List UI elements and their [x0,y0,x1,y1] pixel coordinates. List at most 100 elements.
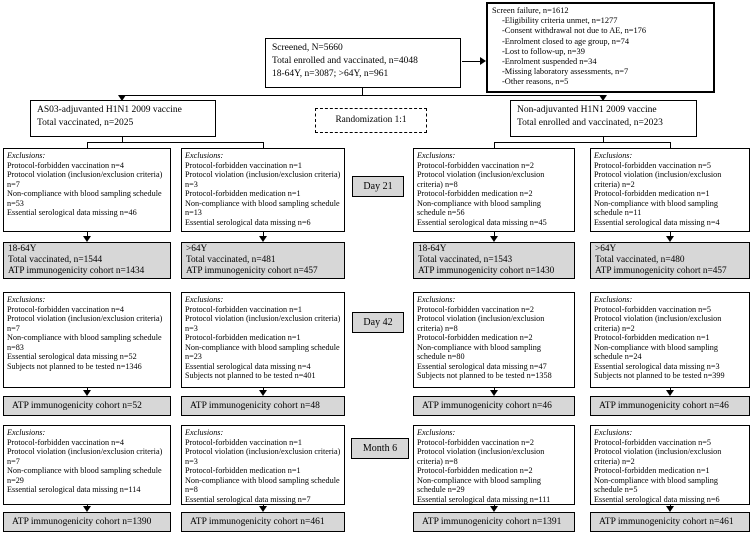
cohort-line: >64Y [186,244,208,254]
arm-left-line: Total vaccinated, n=2025 [37,118,134,128]
exclusions-label: Exclusions: [7,428,46,437]
exclusion-item: Protocol-forbidden vaccination n=1 [185,437,302,447]
exclusion-box-day21: Exclusions: Protocol-forbidden vaccinati… [413,148,575,232]
exclusion-item: Subjects not planned to be tested n=399 [594,371,725,380]
exclusion-item: Protocol violation (inclusion/exclusion … [417,170,545,189]
arrow-down-icon [118,95,126,101]
arm-right-line: Total enrolled and vaccinated, n=2023 [517,118,663,128]
exclusion-item: Subjects not planned to be tested n=1346 [7,361,142,371]
exclusion-item: Essential serological data missing n=46 [7,208,137,217]
exclusion-box-day42: Exclusions: Protocol-forbidden vaccinati… [413,292,575,388]
screen-failure-item: -Other reasons, n=5 [502,77,569,87]
exclusion-item: Protocol violation (inclusion/exclusion … [417,314,545,333]
connector-line [122,95,604,96]
exclusion-item: Protocol-forbidden vaccination n=4 [7,160,124,170]
atp-cohort-day42-box: ATP immunogenicity cohort n=46 [590,396,750,416]
arrow-down [83,504,92,512]
exclusion-box-month6: Exclusions: Protocol-forbidden vaccinati… [3,425,171,505]
exclusion-item: Protocol-forbidden medication n=2 [417,466,533,475]
exclusion-item: Protocol-forbidden vaccination n=4 [7,304,124,314]
exclusion-item: Protocol violation (inclusion/exclusion … [185,314,341,333]
exclusion-box-month6: Exclusions: Protocol-forbidden vaccinati… [181,425,345,505]
exclusion-item: Non-compliance with blood sampling sched… [594,342,718,362]
exclusions-label: Exclusions: [594,151,633,160]
arm-right-box: Non-adjuvanted H1N1 2009 vaccine Total e… [510,100,697,137]
arrow-down [259,504,268,512]
connector-line [494,142,671,143]
exclusion-item: Protocol-forbidden medication n=2 [417,189,533,198]
exclusions-label: Exclusions: [594,295,633,304]
stage-label-day21: Day 21 [352,176,404,197]
exclusion-item: Protocol-forbidden medication n=2 [417,333,533,342]
arrow-down-icon [599,95,607,101]
exclusions-label: Exclusions: [417,428,456,437]
exclusion-item: Protocol-forbidden vaccination n=4 [7,437,124,447]
exclusions-label: Exclusions: [185,295,224,304]
atp-cohort-day42-box: ATP immunogenicity cohort n=46 [413,396,575,416]
exclusions-label: Exclusions: [185,428,224,437]
arm-right-line: Non-adjuvanted H1N1 2009 vaccine [517,105,657,115]
screen-failure-item: -Consent withdrawal not due to AE, n=176 [502,26,647,36]
connector-line [87,142,88,148]
connector-line [462,61,481,62]
exclusion-item: Protocol-forbidden vaccination n=1 [185,304,302,314]
exclusion-item: Essential serological data missing n=111 [417,494,551,504]
exclusion-item: Non-compliance with blood sampling sched… [417,475,541,495]
connector-line [122,136,123,142]
exclusion-item: Essential serological data missing n=3 [594,361,720,371]
exclusion-item: Protocol-forbidden medication n=1 [185,333,301,342]
exclusion-item: Protocol violation (inclusion/exclusion … [185,447,341,466]
atp-cohort-month6-box: ATP immunogenicity cohort n=1390 [3,512,171,532]
cohort-box-day21: 18-64Y Total vaccinated, n=1544 ATP immu… [3,242,171,279]
exclusion-item: Protocol violation (inclusion/exclusion … [7,314,163,333]
connector-line [494,142,495,148]
exclusion-item: Non-compliance with blood sampling sched… [417,342,541,362]
exclusion-item: Protocol-forbidden medication n=1 [185,189,301,198]
arrow-down [259,231,268,242]
exclusion-item: Protocol-forbidden medication n=1 [594,333,710,342]
cohort-line: >64Y [595,244,617,254]
exclusion-item: Protocol violation (inclusion/exclusion … [185,170,341,189]
arrow-down [490,231,499,242]
atp-cohort-day42-box: ATP immunogenicity cohort n=52 [3,396,171,416]
screened-line: 18-64Y, n=3087; >64Y, n=961 [272,69,389,79]
exclusion-box-month6: Exclusions: Protocol-forbidden vaccinati… [590,425,750,505]
exclusion-item: Essential serological data missing n=6 [185,217,311,227]
screen-failure-item: -Lost to follow-up, n=39 [502,46,585,56]
randomization-box: Randomization 1:1 [315,108,427,133]
exclusion-item: Non-compliance with blood sampling sched… [7,466,162,485]
arrow-down [259,387,268,396]
screen-failure-item: -Enrolment suspended n=34 [502,57,597,67]
exclusion-box-month6: Exclusions: Protocol-forbidden vaccinati… [413,425,575,505]
exclusion-item: Protocol-forbidden vaccination n=5 [594,437,711,447]
exclusion-box-day21: Exclusions: Protocol-forbidden vaccinati… [590,148,750,232]
exclusion-item: Protocol violation (inclusion/exclusion … [7,170,163,189]
cohort-line: Total vaccinated, n=481 [186,255,276,265]
exclusion-item: Non-compliance with blood sampling sched… [594,475,718,495]
arrow-down [83,387,92,396]
screen-failure-item: -Missing laboratory assessments, n=7 [502,67,629,77]
cohort-line: Total vaccinated, n=1544 [8,255,103,265]
cohort-line: Total vaccinated, n=1543 [418,255,513,265]
atp-cohort-month6-box: ATP immunogenicity cohort n=461 [181,512,345,532]
cohort-box-day21: >64Y Total vaccinated, n=480 ATP immunog… [590,242,750,279]
screened-box: Screened, N=5660 Total enrolled and vacc… [265,38,461,88]
exclusion-box-day21: Exclusions: Protocol-forbidden vaccinati… [3,148,171,232]
exclusions-label: Exclusions: [7,151,46,160]
exclusion-item: Non-compliance with blood sampling sched… [185,342,340,362]
exclusion-item: Subjects not planned to be tested n=1358 [417,371,552,380]
exclusions-label: Exclusions: [594,428,633,437]
exclusion-item: Non-compliance with blood sampling sched… [7,189,162,208]
arrow-down [490,387,499,396]
stage-label-text: Day 21 [363,181,393,192]
cohort-line: 18-64Y [418,244,447,254]
exclusions-label: Exclusions: [185,151,224,160]
screened-line: Total enrolled and vaccinated, n=4048 [272,56,418,66]
